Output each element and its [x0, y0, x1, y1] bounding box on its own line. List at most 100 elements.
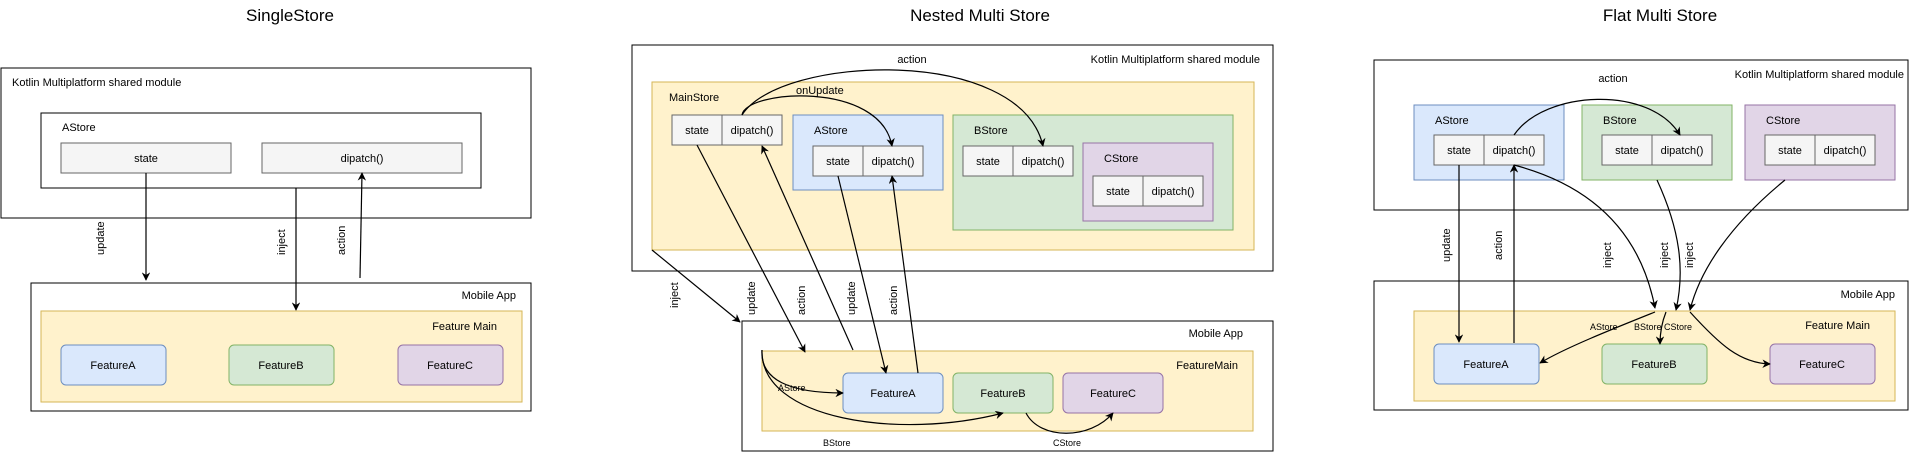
single-update-label: update: [95, 221, 107, 255]
nested-main-store-label: MainStore: [669, 92, 719, 104]
single-feature-c: [397, 344, 504, 386]
nested-astore-inject-label: AStore: [778, 383, 806, 393]
flat-feature-b-label: FeatureB: [1631, 359, 1676, 371]
single-feature-a-label: FeatureA: [90, 360, 136, 372]
flat-c-state-box: [1764, 134, 1816, 166]
flat-c-dispatch-box: [1814, 134, 1876, 166]
flat-store-diagram: Kotlin Multiplatform shared module actio…: [1373, 59, 1909, 411]
flat-bstore-inject-arrow: [1655, 311, 1667, 345]
flat-inject1-label: inject: [1602, 242, 1614, 268]
nested-main-state-label: state: [685, 125, 709, 137]
single-action-label: action: [336, 226, 348, 255]
nested-b-dispatch-box: [1012, 145, 1074, 177]
flat-feature-a: [1433, 343, 1540, 385]
flat-update-label: update: [1441, 228, 1453, 262]
flat-b-state-label: state: [1615, 145, 1639, 157]
nested-on-update-label: onUpdate: [796, 85, 844, 97]
flat-a-state-box: [1433, 134, 1485, 166]
flat-action-top-arrow: [1513, 98, 1681, 136]
single-action-arrow: [357, 172, 367, 279]
nested-action1-label: action: [796, 286, 808, 315]
flat-a-inject-arrow: [1513, 164, 1658, 309]
flat-multi-store-title: Flat Multi Store: [1603, 6, 1717, 25]
flat-cstore-inject-label: CStore: [1664, 322, 1692, 332]
nested-main-dispatch-label: dipatch(): [731, 125, 774, 137]
nested-c-dispatch-box: [1142, 175, 1204, 207]
single-inject-label: inject: [276, 229, 288, 255]
nested-update2-label: update: [846, 281, 858, 315]
nested-c-dispatch-label: dipatch(): [1152, 186, 1195, 198]
nested-main-action-arrow: [761, 145, 854, 351]
single-feature-c-label: FeatureC: [427, 360, 473, 372]
nested-main-dispatch-box: [721, 114, 783, 146]
nested-store-diagram: Kotlin Multiplatform shared module actio…: [631, 44, 1274, 452]
single-dispatch-label: dipatch(): [341, 153, 384, 165]
nested-a-action-arrow: [888, 175, 919, 374]
flat-cstore-inject-arrow: [1689, 311, 1771, 368]
single-state-box: [60, 142, 232, 174]
flat-action-label: action: [1493, 231, 1505, 260]
flat-feature-c-label: FeatureC: [1799, 359, 1845, 371]
nested-action2-label: action: [888, 286, 900, 315]
nested-bstore-label: BStore: [974, 125, 1008, 137]
nested-bstore-inject-label: BStore: [823, 438, 851, 448]
single-store-diagram: Kotlin Multiplatform shared module AStor…: [0, 67, 532, 412]
flat-a-dispatch-label: dipatch(): [1493, 145, 1536, 157]
nested-cstore-inject-arrow: [1025, 412, 1114, 434]
flat-cstore-label: CStore: [1766, 115, 1800, 127]
nested-bstore-inject-arrow: [761, 349, 1004, 426]
nested-inject-arrow: [651, 249, 741, 323]
flat-astore-label: AStore: [1435, 115, 1469, 127]
flat-c-state-label: state: [1778, 145, 1802, 157]
flat-a-dispatch-box: [1483, 134, 1545, 166]
nested-a-dispatch-label: dipatch(): [872, 156, 915, 168]
single-shared-module-label: Kotlin Multiplatform shared module: [12, 77, 181, 89]
flat-shared-module-label: Kotlin Multiplatform shared module: [1735, 69, 1904, 81]
nested-c-state-label: state: [1106, 186, 1130, 198]
flat-feature-a-label: FeatureA: [1463, 359, 1509, 371]
nested-update1-label: update: [746, 281, 758, 315]
single-astore-label: AStore: [62, 122, 96, 134]
flat-astore-inject-label: AStore: [1590, 322, 1618, 332]
nested-shared-module-label: Kotlin Multiplatform shared module: [1091, 54, 1260, 66]
flat-b-inject-arrow: [1656, 179, 1682, 311]
nested-cstore-inject-label: CStore: [1053, 438, 1081, 448]
flat-feature-b: [1601, 343, 1708, 385]
flat-bstore-inject-label: BStore: [1634, 322, 1662, 332]
flat-action-top-label: action: [1598, 73, 1627, 85]
single-feature-b-label: FeatureB: [258, 360, 303, 372]
nested-main-update-arrow: [696, 144, 806, 353]
nested-action-top-label: action: [897, 54, 926, 66]
nested-c-state-box: [1092, 175, 1144, 207]
single-feature-main-label: Feature Main: [432, 321, 497, 333]
nested-feature-a-label: FeatureA: [870, 388, 916, 400]
flat-inject3-label: inject: [1684, 242, 1696, 268]
flat-inject2-label: inject: [1659, 242, 1671, 268]
flat-c-inject-arrow: [1687, 179, 1786, 311]
nested-b-dispatch-label: dipatch(): [1022, 156, 1065, 168]
nested-multi-store-title: Nested Multi Store: [910, 6, 1050, 25]
nested-astore-label: AStore: [814, 125, 848, 137]
nested-feature-b-label: FeatureB: [980, 388, 1025, 400]
flat-b-dispatch-box: [1651, 134, 1713, 166]
single-feature-b: [228, 344, 335, 386]
single-dispatch-box: [261, 142, 463, 174]
nested-mobile-app-label: Mobile App: [1189, 328, 1243, 340]
nested-feature-main-label: FeatureMain: [1176, 360, 1238, 372]
nested-cstore-label: CStore: [1104, 153, 1138, 165]
nested-action-top-arrow: [741, 69, 1046, 147]
nested-main-state-box: [671, 114, 723, 146]
nested-b-state-box: [962, 145, 1014, 177]
nested-feature-c-label: FeatureC: [1090, 388, 1136, 400]
nested-a-update-arrow: [837, 175, 889, 374]
flat-b-dispatch-label: dipatch(): [1661, 145, 1704, 157]
single-state-label: state: [134, 153, 158, 165]
single-feature-a: [60, 344, 167, 386]
nested-b-state-label: state: [976, 156, 1000, 168]
flat-c-dispatch-label: dipatch(): [1824, 145, 1867, 157]
nested-a-state-label: state: [826, 156, 850, 168]
flat-a-state-label: state: [1447, 145, 1471, 157]
single-store-title: SingleStore: [246, 6, 334, 25]
flat-feature-main-label: Feature Main: [1805, 320, 1870, 332]
